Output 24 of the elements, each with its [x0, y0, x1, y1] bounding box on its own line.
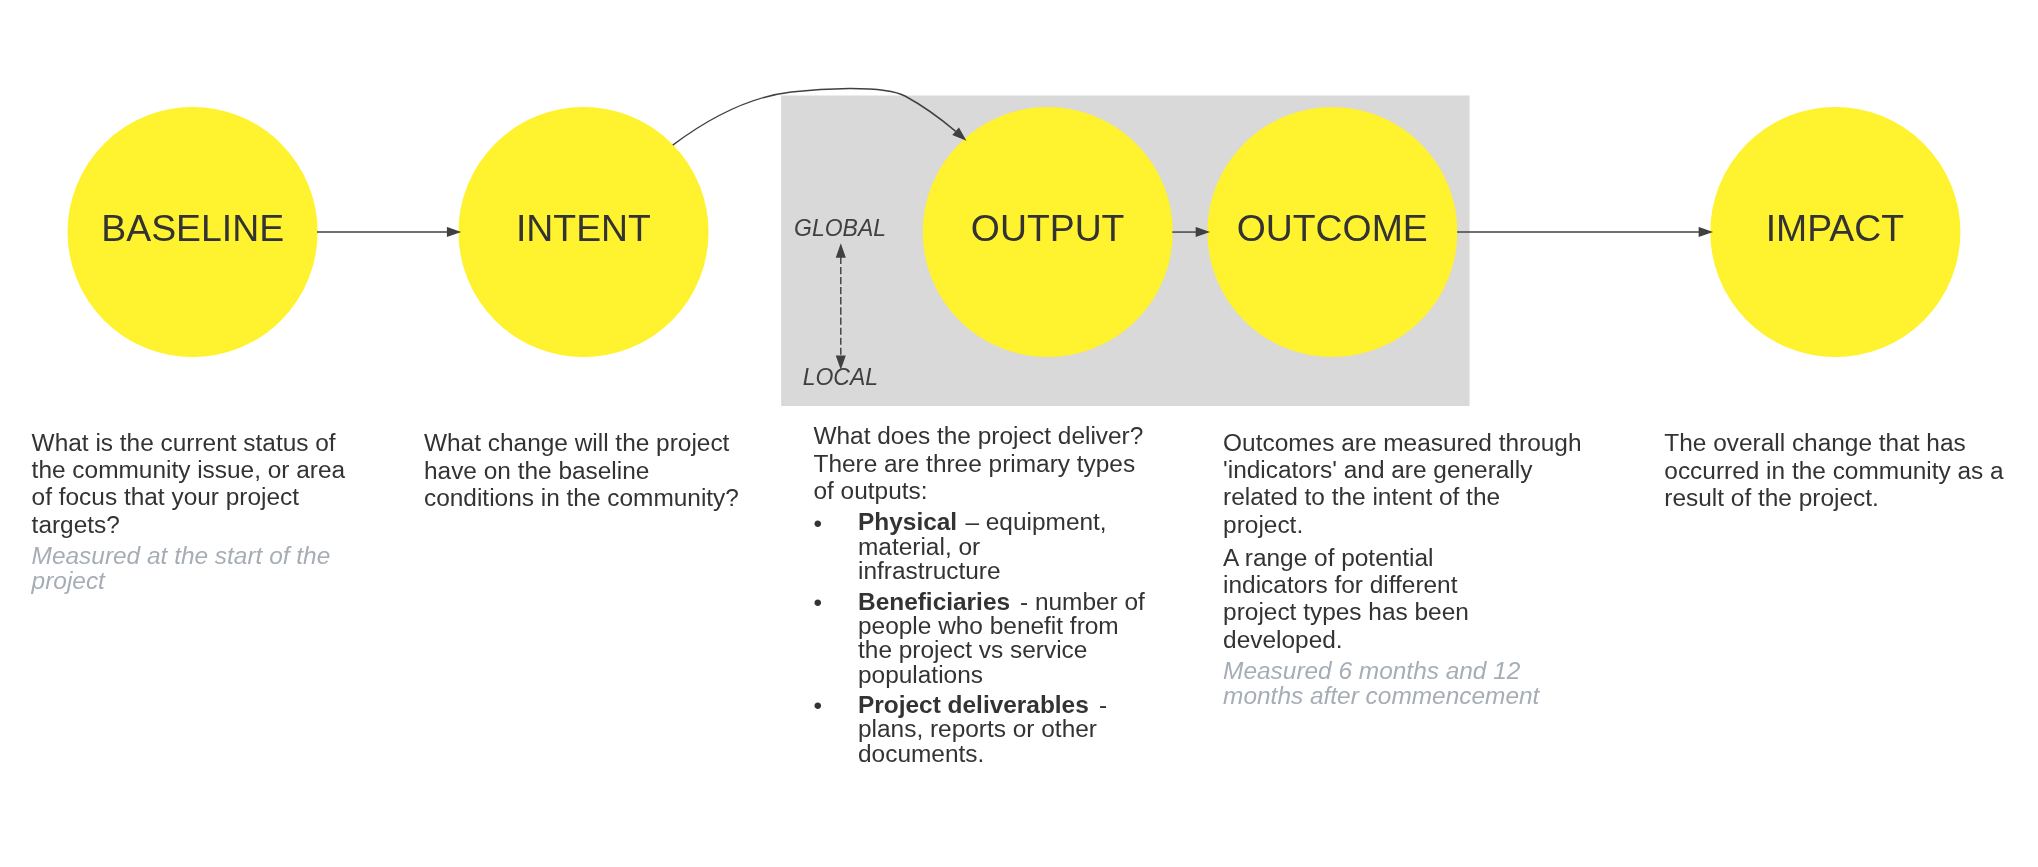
node-label: • Beneficiaries - number of people who benefit from the project vs service populations: [813, 586, 1145, 688]
node-label: Outcomes are measured through 'indicators' and are generally related to the intent of the project.: [1223, 428, 1582, 538]
node-text: GLOBAL: [794, 214, 887, 241]
cluster: [781, 95, 1470, 406]
node-label: What change will the project have on the baseline conditions in the community?: [423, 428, 739, 511]
arrow: [835, 242, 846, 370]
node-label: Measured 6 months and 12 months after commencement: [1223, 656, 1540, 709]
arrow: [316, 226, 462, 237]
node-circle: BASELINE: [67, 106, 318, 357]
arrow: [1171, 226, 1211, 237]
node-circle: OUTCOME: [1207, 106, 1458, 357]
node-label: What is the current status of the community issue, or area of focus that your project targets?: [31, 428, 346, 538]
arrow: [1456, 226, 1714, 237]
node-label: What does the project deliver? There are three primary types of outputs:: [813, 421, 1144, 504]
node-circle: OUTPUT: [922, 106, 1173, 357]
node-circle: IMPACT: [1710, 106, 1961, 357]
node-text: LOCAL: [802, 363, 879, 390]
node-circle: INTENT: [458, 106, 709, 357]
node-label: The overall change that has occurred in the community as a result of the project.: [1664, 428, 2004, 511]
node-label: Measured at the start of the project: [31, 541, 331, 594]
arrow: [672, 87, 967, 146]
node-label: • Project deliverables - plans, reports or other documents.: [813, 690, 1108, 767]
node-label: • Physical – equipment, material, or infrastructure: [813, 507, 1107, 584]
node-label: A range of potential indicators for different project types has been developed.: [1223, 543, 1469, 653]
